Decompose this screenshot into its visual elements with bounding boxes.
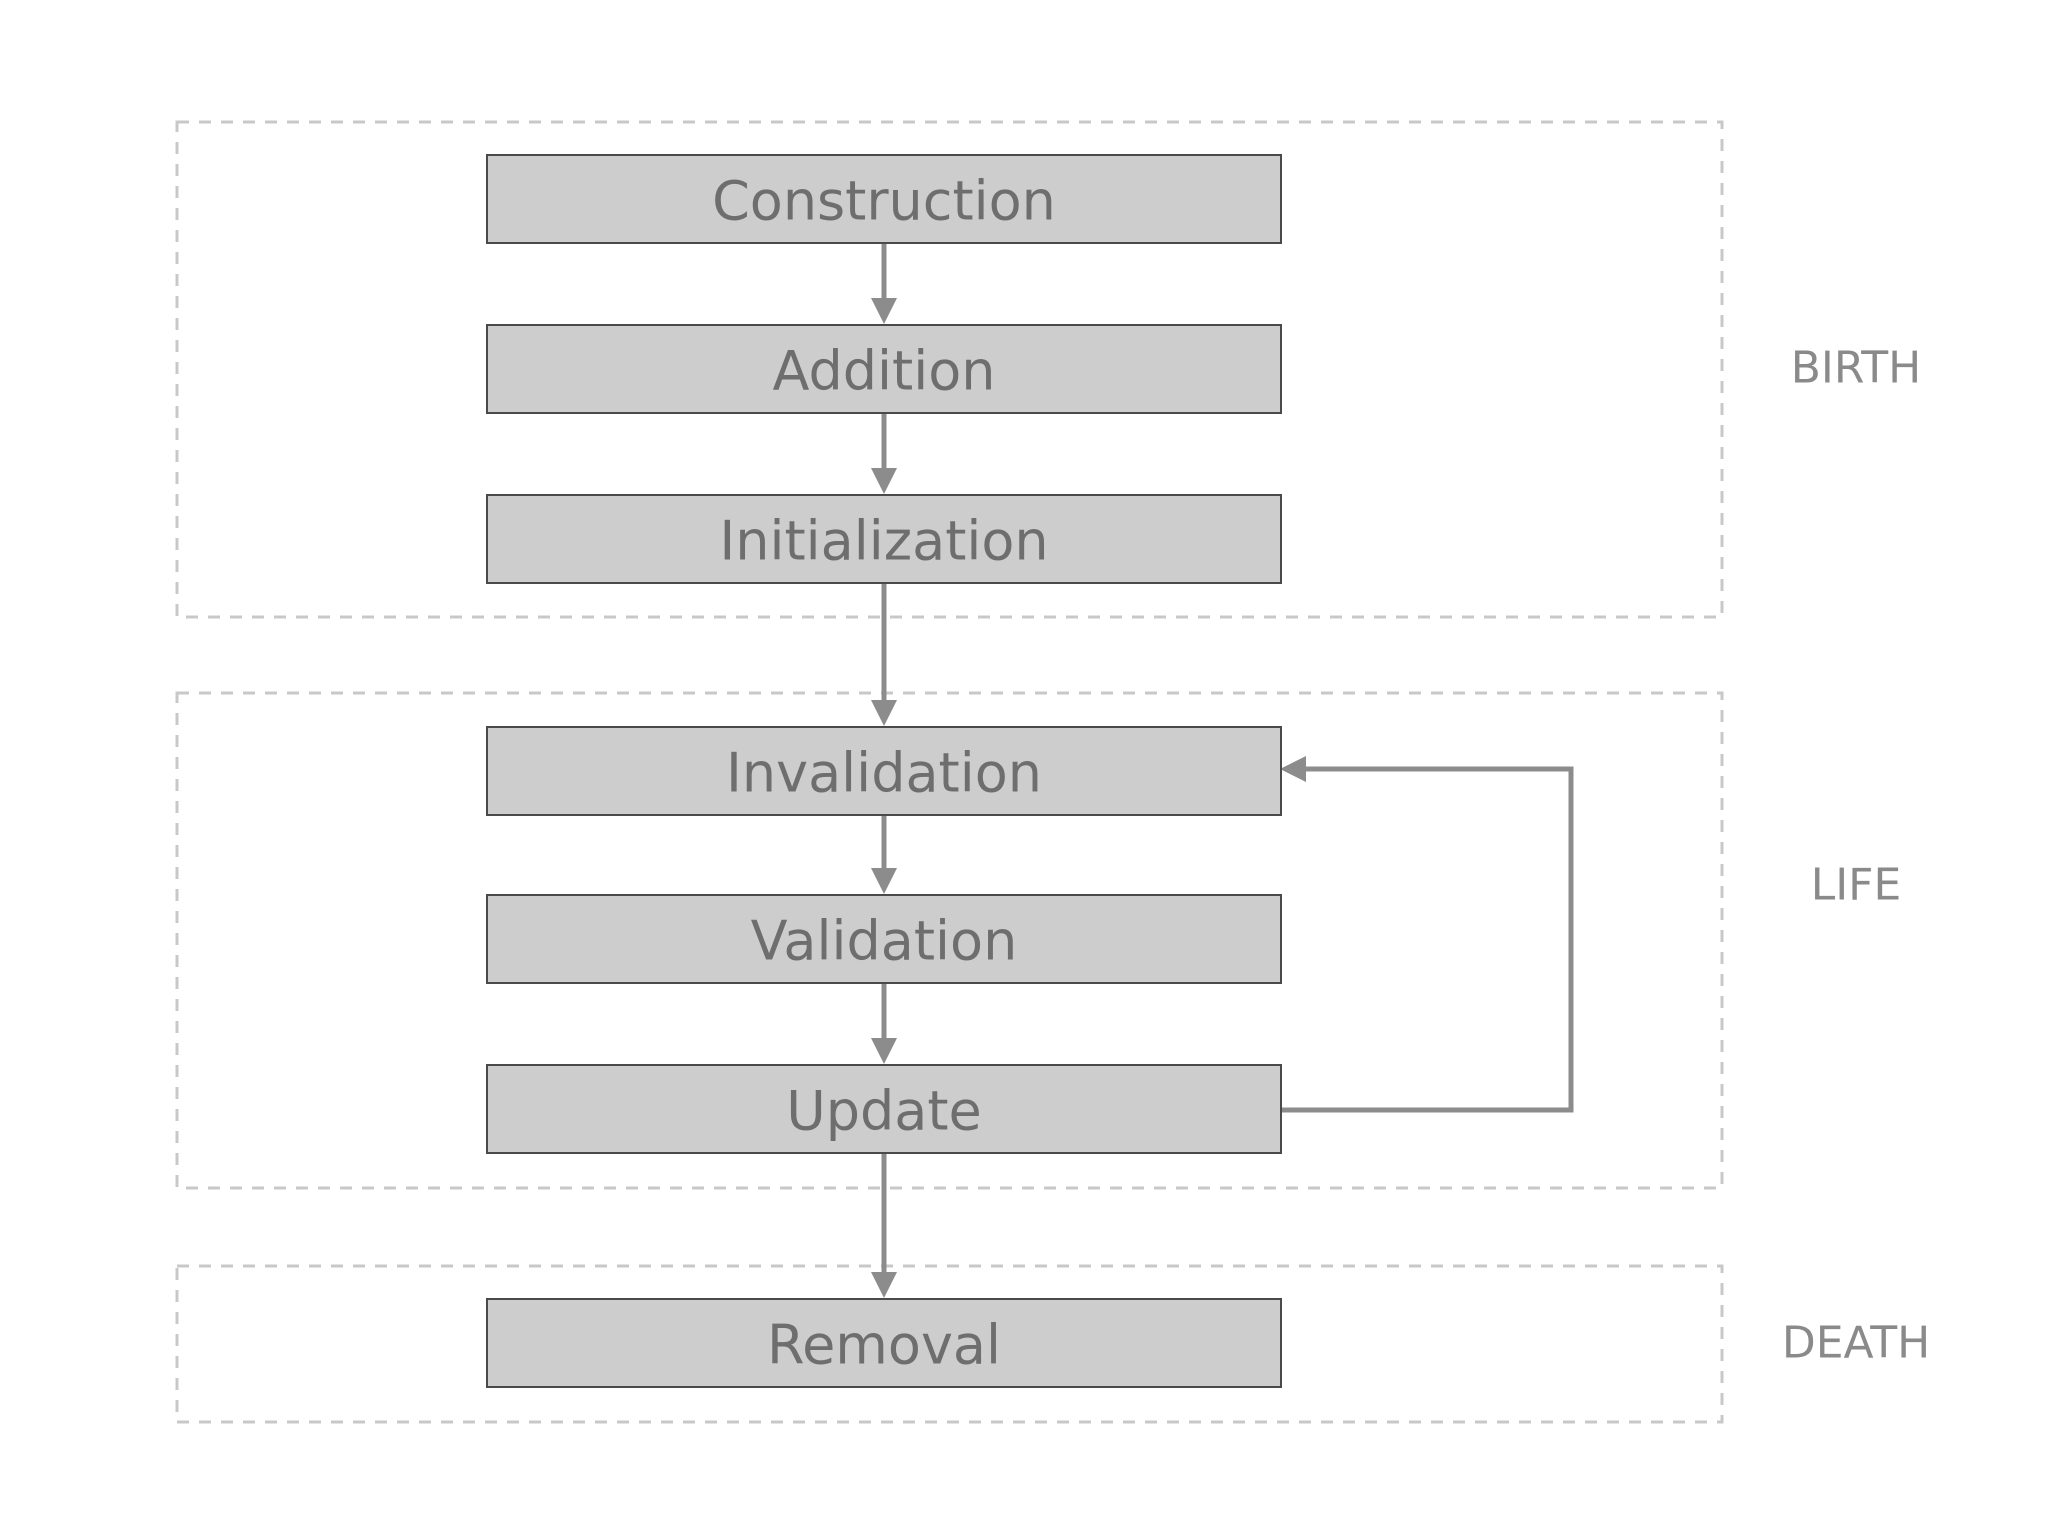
stage-label-invalidation: Invalidation [726, 742, 1042, 805]
stage-label-update: Update [786, 1080, 982, 1143]
stage-invalidation: Invalidation [486, 726, 1282, 816]
stage-box-initialization [486, 494, 1282, 584]
stage-box-invalidation [486, 726, 1282, 816]
stage-addition: Addition [486, 324, 1282, 414]
death-phase-label: DEATH [1782, 1318, 1930, 1369]
stage-box-construction [486, 154, 1282, 244]
stage-label-addition: Addition [773, 340, 996, 403]
life-phase-frame [175, 691, 1724, 1190]
stage-initialization: Initialization [486, 494, 1282, 584]
birth-phase-frame [175, 120, 1724, 619]
arrowhead-to-validation [871, 868, 897, 894]
stage-box-addition [486, 324, 1282, 414]
arrowhead-to-removal [871, 1272, 897, 1298]
stage-construction: Construction [486, 154, 1282, 244]
stage-box-update [486, 1064, 1282, 1154]
life-phase-label: LIFE [1811, 860, 1902, 911]
flow-connectors [881, 243, 1574, 1276]
flow-arrowheads [871, 298, 1306, 1298]
arrowhead-to-addition [871, 298, 897, 324]
stage-box-removal [486, 1298, 1282, 1388]
birth-phase-label: BIRTH [1791, 343, 1922, 394]
stage-update: Update [486, 1064, 1282, 1154]
arrowhead-to-update [871, 1038, 897, 1064]
death-phase-frame [175, 1264, 1724, 1424]
stage-label-construction: Construction [712, 170, 1056, 233]
stage-removal: Removal [486, 1298, 1282, 1388]
connector-update-loop-invalidation [1282, 766, 1574, 1113]
stage-label-validation: Validation [751, 910, 1018, 973]
arrowhead-loop-to-invalidation [1280, 756, 1306, 782]
stage-label-initialization: Initialization [719, 510, 1048, 573]
stage-label-removal: Removal [767, 1314, 1001, 1377]
stage-box-validation [486, 894, 1282, 984]
arrowhead-to-initialization [871, 468, 897, 494]
arrowhead-to-invalidation [871, 700, 897, 726]
stage-validation: Validation [486, 894, 1282, 984]
